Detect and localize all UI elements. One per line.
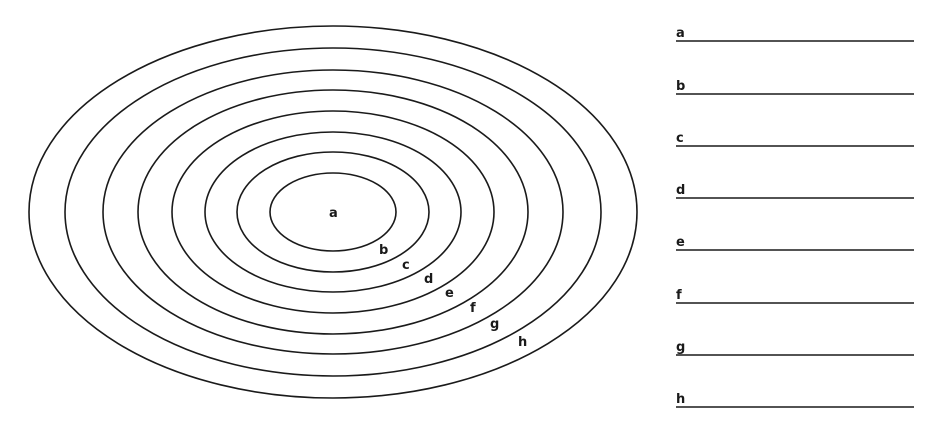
ring-label-d: d [424,272,433,287]
ring-label-c: c [402,258,410,273]
answer-row-d[interactable]: d [676,183,914,199]
ring-label-h: h [518,335,527,350]
answer-row-e[interactable]: e [676,235,914,251]
ring-outline-7 [64,47,602,377]
ring-outline-5 [137,89,529,335]
answer-row-c[interactable]: c [676,131,914,147]
answer-label-h: h [676,392,685,407]
ring-label-g: g [490,317,499,332]
ring-label-e: e [445,286,454,301]
ring-outline-4 [171,110,495,314]
ring-outline-6 [102,69,564,355]
answer-label-f: f [676,288,682,303]
answer-label-c: c [676,131,684,146]
answer-label-d: d [676,183,685,198]
rings-group [28,25,638,399]
ring-outline-2 [236,151,430,273]
answer-label-g: g [676,340,685,355]
answer-row-f[interactable]: f [676,288,914,304]
ring-label-b: b [379,243,388,258]
ring-outline-1 [269,172,397,252]
answer-row-b[interactable]: b [676,79,914,95]
answer-row-g[interactable]: g [676,340,914,356]
ring-outline-8 [28,25,638,399]
answer-row-h[interactable]: h [676,392,914,408]
answer-label-e: e [676,235,685,250]
answer-lines-group: a b c d e f g h [676,26,914,408]
ring-outline-3 [204,131,462,293]
answer-label-a: a [676,26,685,41]
ring-label-a: a [329,206,338,221]
answer-row-a[interactable]: a [676,26,914,42]
ring-label-f: f [470,301,476,316]
ring-labels-group: a b c d e f g h [329,206,527,350]
answer-label-b: b [676,79,685,94]
